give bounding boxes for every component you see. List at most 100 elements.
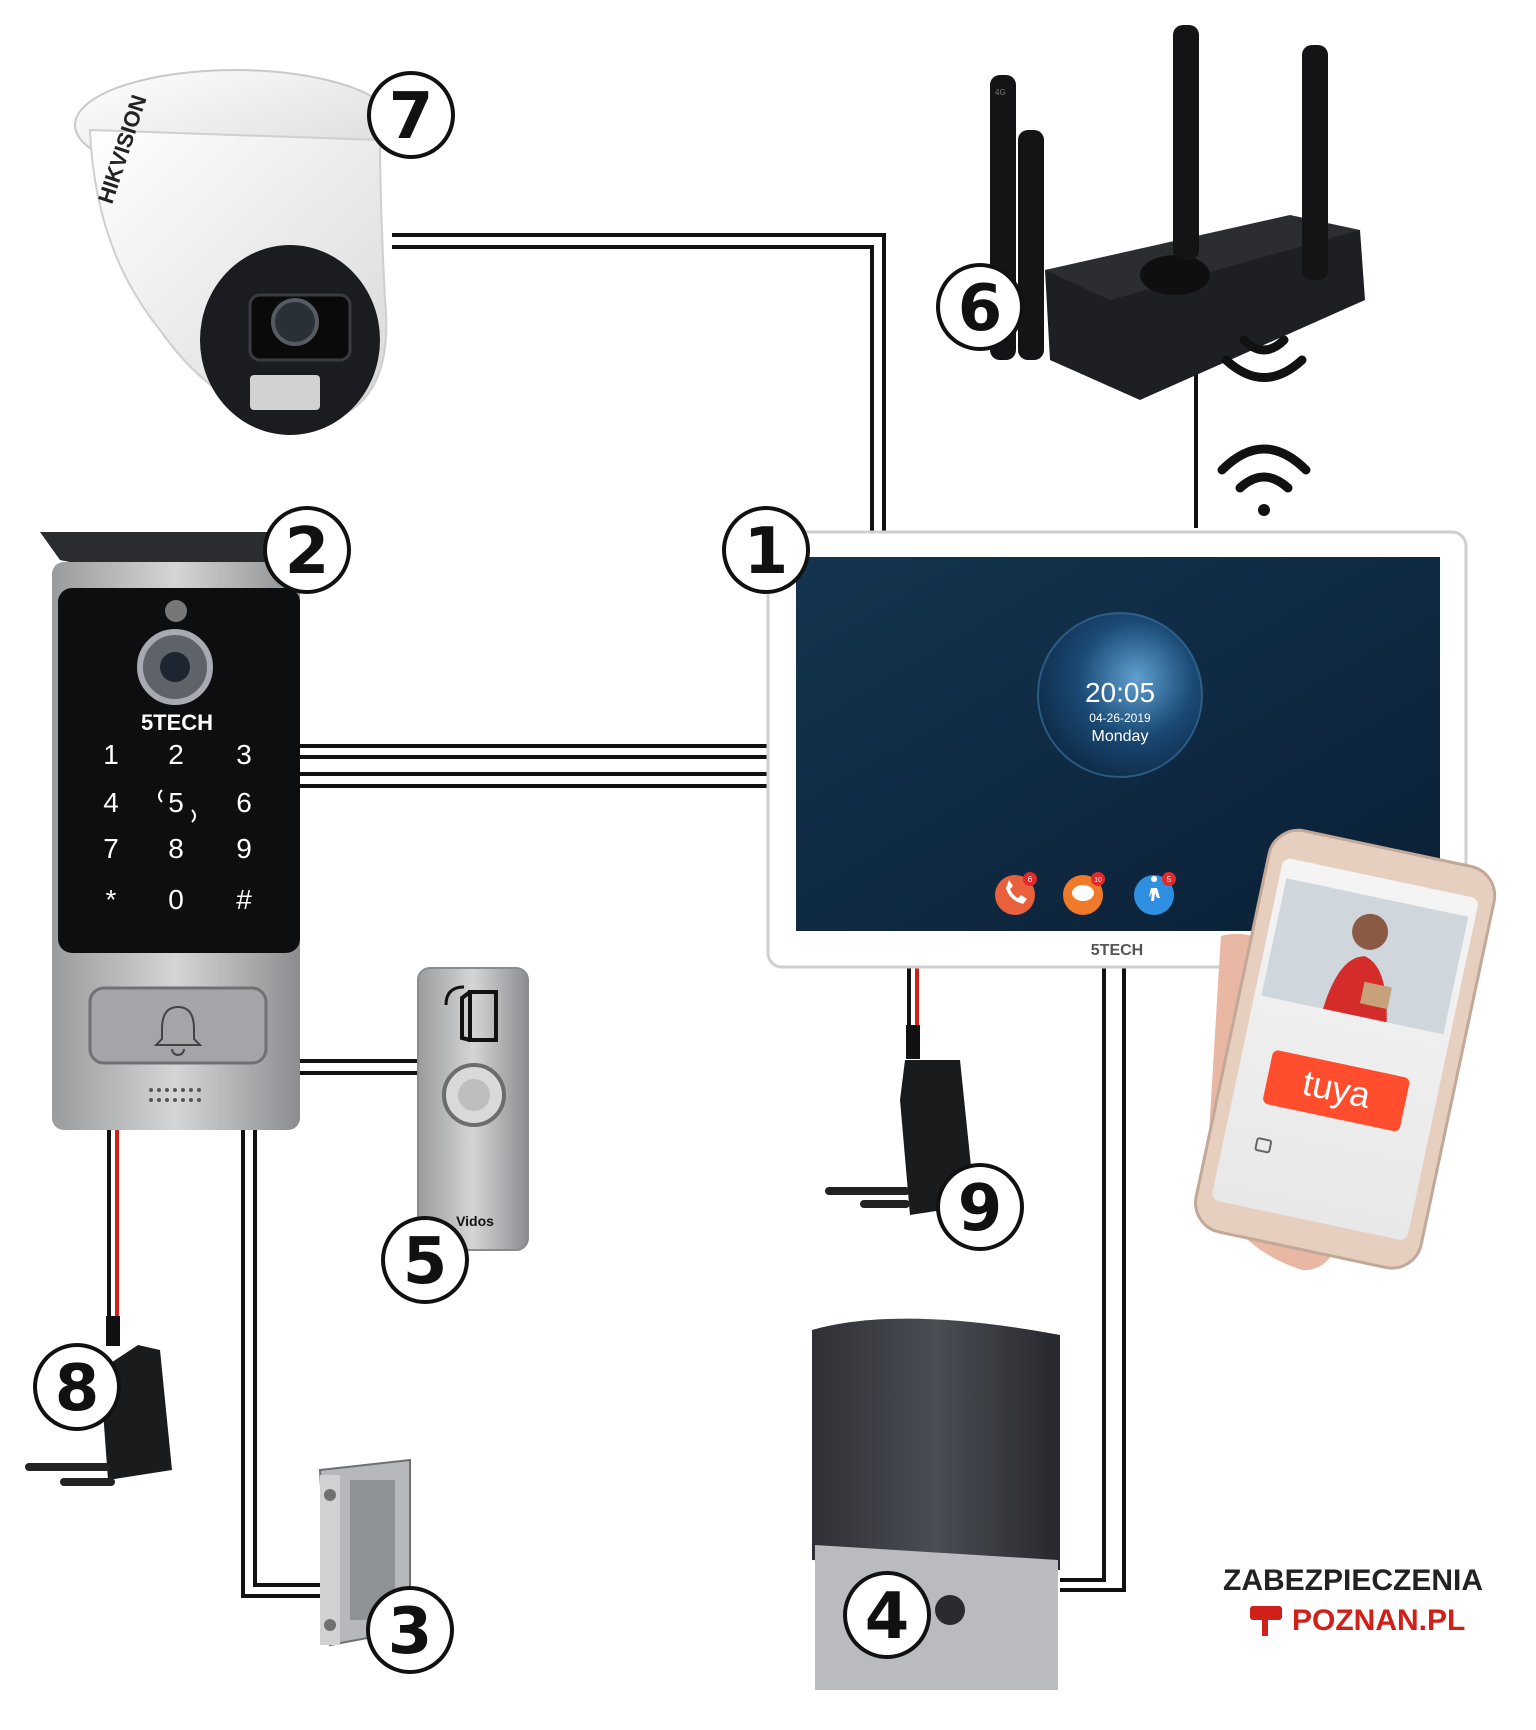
badge-psu-monitor: 9 bbox=[936, 1163, 1024, 1251]
wire-camera-monitor-a bbox=[392, 233, 886, 532]
keypad-key-hash[interactable]: # bbox=[236, 884, 252, 915]
badge-monitor-text: 1 bbox=[744, 515, 789, 589]
cctv-camera-icon bbox=[1250, 1606, 1282, 1636]
wire-monitor-gate-a bbox=[1060, 965, 1106, 1582]
badge-circle bbox=[843, 1571, 931, 1659]
psu-monitor-plug-pin-1 bbox=[825, 1187, 910, 1195]
rfid-wave-left bbox=[158, 789, 163, 803]
camera-lens bbox=[271, 298, 319, 346]
monitor-visitor-button[interactable]: 5 bbox=[1134, 872, 1176, 915]
grille-dot bbox=[181, 1098, 185, 1102]
doorbell-speaker-grille bbox=[149, 1088, 201, 1102]
grille-dot bbox=[157, 1088, 161, 1092]
visitor-count-text: 5 bbox=[1167, 875, 1172, 884]
keypad-key-7[interactable]: 7 bbox=[103, 833, 119, 864]
grille-dot bbox=[181, 1088, 185, 1092]
router: 4G bbox=[990, 25, 1365, 400]
message-count-badge bbox=[1091, 872, 1105, 886]
gate-motor-cover bbox=[812, 1318, 1060, 1570]
strike-screw-bottom bbox=[324, 1619, 336, 1631]
wifi-dot bbox=[1258, 504, 1270, 516]
message-count-text: 10 bbox=[1094, 877, 1102, 884]
router-antenna-2 bbox=[1018, 130, 1044, 360]
monitor-clock-globe bbox=[1038, 613, 1202, 777]
company-logo: ZABEZPIECZENIA POZNAN.PL bbox=[1223, 1564, 1483, 1637]
gate-motor-release-knob[interactable] bbox=[935, 1595, 965, 1625]
bell-icon bbox=[153, 1005, 203, 1056]
wire-doorbell-strike-a bbox=[241, 1130, 330, 1598]
wire-doorbell-strike-b bbox=[253, 1130, 330, 1587]
badge-monitor: 1 bbox=[722, 506, 810, 594]
badge-psu-doorbell: 8 bbox=[33, 1343, 121, 1431]
badge-circle bbox=[366, 1586, 454, 1674]
monitor-brand: 5TECH bbox=[1091, 942, 1143, 959]
call-count-badge bbox=[1023, 872, 1037, 886]
courier-body bbox=[1323, 956, 1387, 1023]
router-top bbox=[1045, 215, 1360, 300]
keypad-key-9[interactable]: 9 bbox=[236, 833, 252, 864]
badge-exit-button-text: 5 bbox=[403, 1225, 448, 1299]
keypad-key-4[interactable]: 4 bbox=[103, 787, 119, 818]
badge-router: 6 bbox=[936, 263, 1024, 351]
badge-strike-text: 3 bbox=[388, 1595, 433, 1669]
doorbell-light-sensor bbox=[165, 600, 187, 622]
monitor-call-button[interactable]: 6 bbox=[995, 872, 1037, 915]
badge-gate-motor: 4 bbox=[843, 1571, 931, 1659]
logo-line2: POZNAN.PL bbox=[1292, 1604, 1465, 1637]
keypad-key-6[interactable]: 6 bbox=[236, 787, 252, 818]
badge-circle bbox=[263, 506, 351, 594]
exit-push-button-cap bbox=[458, 1079, 490, 1111]
keypad-key-star[interactable]: * bbox=[106, 884, 117, 915]
monitor-weekday: Monday bbox=[1092, 728, 1149, 745]
visitor-count-badge bbox=[1162, 872, 1176, 886]
message-bubble-glyph bbox=[1072, 885, 1094, 901]
grille-dot bbox=[173, 1098, 177, 1102]
grille-dot bbox=[197, 1098, 201, 1102]
wifi-arc-outer bbox=[1217, 444, 1311, 475]
phone-handset-glyph bbox=[1006, 880, 1027, 904]
grille-dot bbox=[189, 1088, 193, 1092]
strike-screw-top bbox=[324, 1489, 336, 1501]
keypad-key-2[interactable]: 2 bbox=[168, 739, 184, 770]
badge-gate-motor-text: 4 bbox=[865, 1580, 910, 1654]
camera-ir-window bbox=[250, 375, 320, 410]
keypad-key-0[interactable]: 0 bbox=[168, 884, 184, 915]
grille-dot bbox=[165, 1098, 169, 1102]
badge-circle bbox=[722, 506, 810, 594]
grille-dot bbox=[197, 1088, 201, 1092]
number-badges: 1 2 3 4 5 6 7 8 bbox=[33, 71, 1024, 1674]
grille-dot bbox=[173, 1088, 177, 1092]
router-antenna-3 bbox=[1173, 25, 1199, 260]
badge-circle bbox=[936, 263, 1024, 351]
keypad-key-3[interactable]: 3 bbox=[236, 739, 252, 770]
badge-strike: 3 bbox=[366, 1586, 454, 1674]
phone-lock-icon[interactable] bbox=[1254, 1137, 1273, 1154]
badge-doorbell-text: 2 bbox=[285, 515, 330, 589]
badge-doorbell: 2 bbox=[263, 506, 351, 594]
badge-exit-button: 5 bbox=[381, 1216, 469, 1304]
outdoor-doorbell: 5TECH 1 2 3 4 5 6 7 8 9 * 0 # bbox=[40, 532, 300, 1130]
wires bbox=[241, 233, 1198, 1598]
grille-dot bbox=[189, 1098, 193, 1102]
grille-dot bbox=[157, 1098, 161, 1102]
keypad-key-8[interactable]: 8 bbox=[168, 833, 184, 864]
doorbell-glass-panel bbox=[58, 588, 300, 953]
badge-psu-doorbell-text: 8 bbox=[55, 1352, 100, 1426]
logo-line1: ZABEZPIECZENIA bbox=[1223, 1564, 1483, 1597]
monitor-clock-ring bbox=[1037, 612, 1203, 778]
keypad-key-1[interactable]: 1 bbox=[103, 739, 119, 770]
logo-camera-body bbox=[1250, 1606, 1282, 1620]
grille-dot bbox=[149, 1088, 153, 1092]
doorbell-camera-pupil bbox=[160, 652, 190, 682]
badge-circle bbox=[367, 71, 455, 159]
badge-circle bbox=[381, 1216, 469, 1304]
badge-camera-text: 7 bbox=[389, 80, 434, 154]
monitor-message-button[interactable]: 10 bbox=[1063, 872, 1105, 915]
psu-doorbell-cable-boot bbox=[106, 1316, 120, 1346]
wifi-icon bbox=[1217, 444, 1311, 516]
router-antenna-label: 4G bbox=[995, 88, 1006, 97]
keypad-key-5[interactable]: 5 bbox=[168, 787, 184, 818]
doorbell-call-button[interactable] bbox=[88, 986, 268, 1065]
badge-circle bbox=[33, 1343, 121, 1431]
